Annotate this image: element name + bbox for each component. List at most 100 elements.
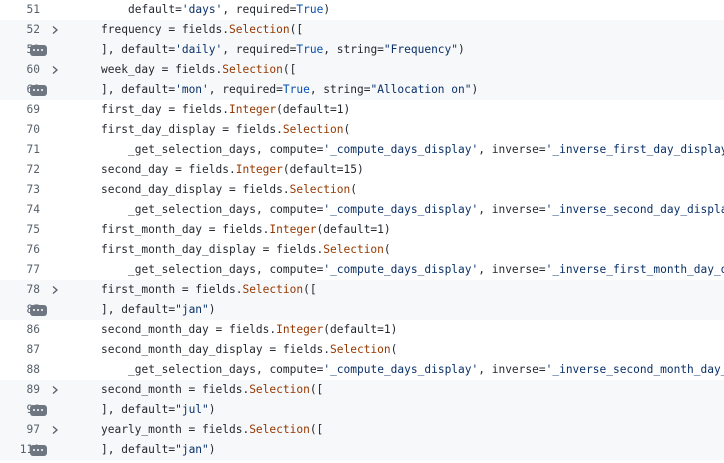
line-number[interactable]: 97 (26, 423, 40, 436)
fold-gutter (47, 260, 71, 280)
code-token: first_month_day_display = fields. (101, 243, 324, 256)
code-token: ) (471, 83, 479, 96)
code-token: , string= (323, 43, 384, 56)
fold-gutter (47, 100, 71, 120)
ellipsis-dot (41, 409, 43, 411)
line-number[interactable]: 88 (26, 363, 40, 376)
code-token: (default=1) (323, 323, 398, 336)
code-text: second_month_day_display = fields.Select… (101, 340, 397, 360)
code-token: '_compute_days_display' (323, 263, 479, 276)
code-line: 77_get_selection_days, compute='_compute… (0, 260, 724, 280)
expand-ellipsis-icon[interactable] (30, 45, 47, 56)
code-token: ( (383, 243, 391, 256)
fold-gutter (47, 360, 71, 380)
code-token: '_inverse_second_day_display' (545, 203, 724, 216)
line-number[interactable]: 77 (26, 263, 40, 276)
code-token: "jan" (175, 303, 209, 316)
fold-gutter (47, 40, 71, 60)
expand-ellipsis-icon[interactable] (30, 85, 47, 96)
code-token: (default=15) (282, 163, 364, 176)
code-token: , inverse= (478, 143, 546, 156)
code-text: _get_selection_days, compute='_compute_d… (128, 200, 724, 220)
code-token: , inverse= (478, 363, 546, 376)
fold-gutter (47, 400, 71, 420)
code-token: Selection (249, 423, 310, 436)
code-token: , required= (222, 43, 297, 56)
code-line: 96], default="jul") (0, 400, 724, 420)
fold-gutter (47, 380, 71, 400)
chevron-right-icon[interactable] (50, 25, 60, 35)
code-text: second_month = fields.Selection([ (101, 380, 323, 400)
line-number[interactable]: 51 (26, 3, 40, 16)
code-token: _get_selection_days, compute= (128, 143, 324, 156)
code-token: ([ (303, 283, 317, 296)
code-token: Integer (235, 163, 283, 176)
code-line: 86 second_month_day = fields.Integer(defa… (0, 320, 724, 340)
ellipsis-dot (33, 449, 35, 451)
code-token: first_day = fields. (101, 103, 229, 116)
code-token: Selection (249, 383, 310, 396)
line-number[interactable]: 71 (26, 143, 40, 156)
ellipsis-dot (37, 309, 39, 311)
code-text: yearly_month = fields.Selection([ (101, 420, 323, 440)
code-token: True (296, 43, 324, 56)
code-text: ], default="jan") (101, 300, 216, 320)
line-number[interactable]: 60 (26, 63, 40, 76)
code-token: '_inverse_first_month_day_di (545, 263, 724, 276)
chevron-right-icon[interactable] (50, 65, 60, 75)
fold-gutter (47, 160, 71, 180)
ellipsis-dot (41, 449, 43, 451)
chevron-right-icon[interactable] (50, 285, 60, 295)
code-line: 97 yearly_month = fields.Selection([ (0, 420, 724, 440)
code-text: second_day_display = fields.Selection( (101, 180, 357, 200)
ellipsis-dot (33, 309, 35, 311)
code-token: second_month_day = fields. (101, 323, 277, 336)
expand-ellipsis-icon[interactable] (30, 305, 47, 316)
code-token: Selection (242, 283, 304, 296)
code-line: 88_get_selection_days, compute='_compute… (0, 360, 724, 380)
code-token: default= (128, 3, 182, 16)
code-token: _get_selection_days, compute= (128, 363, 324, 376)
line-number[interactable]: 52 (26, 23, 40, 36)
code-text: first_day = fields.Integer(default=1) (101, 100, 350, 120)
code-line: 89 second_month = fields.Selection([ (0, 380, 724, 400)
code-token: ], default= (101, 83, 176, 96)
fold-gutter (47, 440, 71, 460)
code-text: second_month_day = fields.Integer(defaul… (101, 320, 397, 340)
line-number[interactable]: 75 (26, 223, 40, 236)
line-number[interactable]: 86 (26, 323, 40, 336)
code-token: first_day_display = fields. (101, 123, 283, 136)
fold-gutter (47, 120, 71, 140)
line-number[interactable]: 76 (26, 243, 40, 256)
line-number[interactable]: 87 (26, 343, 40, 356)
code-text: frequency = fields.Selection([ (101, 20, 303, 40)
expand-ellipsis-icon[interactable] (30, 445, 47, 456)
ellipsis-dot (37, 89, 39, 91)
code-line: 74 _get_selection_days, compute='_compute… (0, 200, 724, 220)
line-number[interactable]: 73 (26, 183, 40, 196)
code-line: 85], default="jan") (0, 300, 724, 320)
line-number[interactable]: 78 (26, 283, 40, 296)
line-number[interactable]: 70 (26, 123, 40, 136)
code-text: ], default='mon', required=True, string=… (101, 80, 478, 100)
line-number[interactable]: 69 (26, 103, 40, 116)
code-token: Selection (228, 23, 290, 36)
expand-ellipsis-icon[interactable] (30, 405, 47, 416)
chevron-right-icon[interactable] (50, 385, 60, 395)
chevron-right-icon[interactable] (50, 425, 60, 435)
fold-gutter (47, 0, 71, 20)
code-token: second_day_display = fields. (101, 183, 290, 196)
code-token: ], default= (101, 403, 176, 416)
ellipsis-dot (37, 449, 39, 451)
line-number[interactable]: 89 (26, 383, 40, 396)
fold-gutter (47, 20, 71, 40)
fold-gutter (47, 420, 71, 440)
line-number[interactable]: 74 (26, 203, 40, 216)
line-number[interactable]: 72 (26, 163, 40, 176)
code-line: 69 first_day = fields.Integer(default=1) (0, 100, 724, 120)
ellipsis-dot (37, 49, 39, 51)
code-token: Integer (269, 223, 317, 236)
code-token: Selection (282, 123, 344, 136)
